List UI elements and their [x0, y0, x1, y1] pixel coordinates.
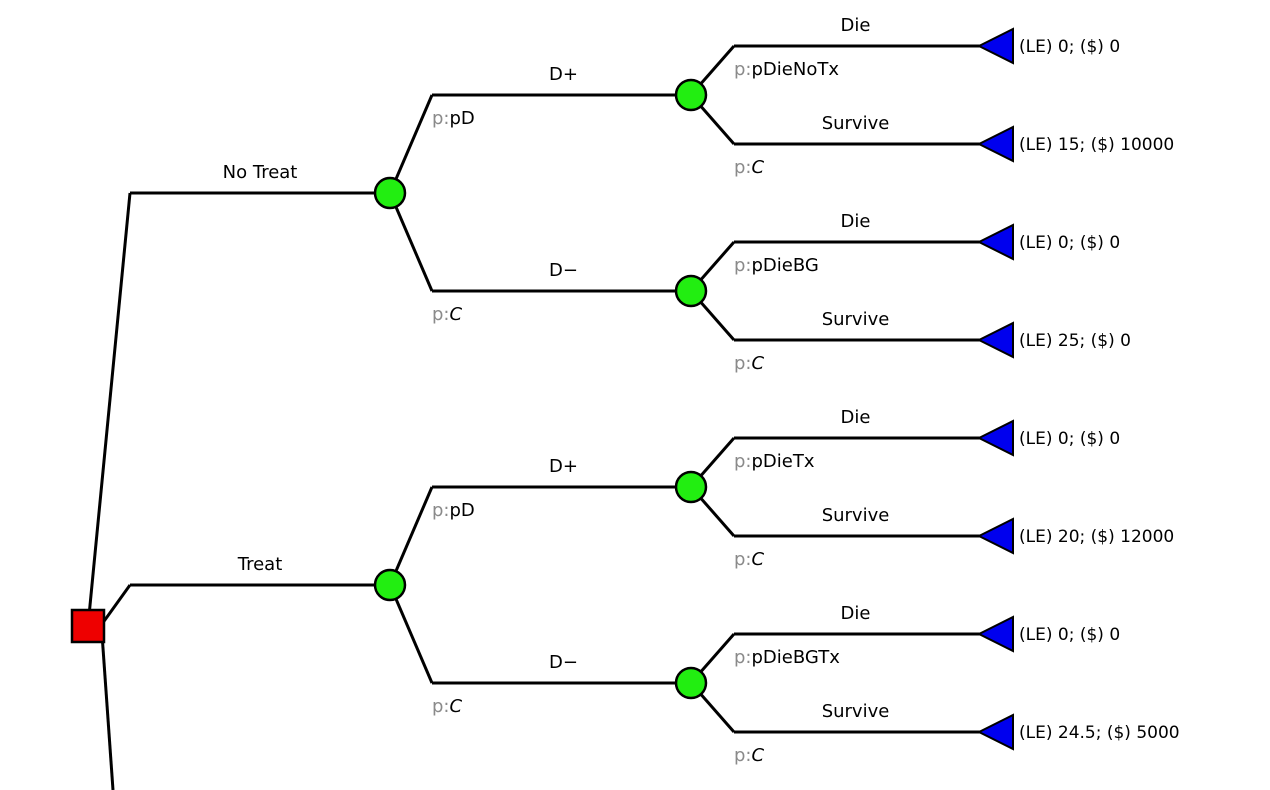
payoff-label: (LE) 20; ($) 12000: [1019, 527, 1174, 547]
terminal-node[interactable]: [976, 321, 1014, 359]
chance-node[interactable]: [674, 470, 708, 504]
outcome-branch-label: Die: [841, 407, 871, 428]
payoff-label: (LE) 0; ($) 0: [1019, 625, 1120, 645]
branch-line: [388, 94, 434, 194]
outcome-branch-label: Die: [841, 15, 871, 36]
terminal-node[interactable]: [976, 615, 1014, 653]
disease-probability-label: p:C: [432, 696, 463, 717]
probability-prefix: p:: [734, 745, 752, 766]
chance-node[interactable]: [674, 666, 708, 700]
disease-probability-label: p:C: [432, 304, 463, 325]
probability-complement: C: [450, 304, 463, 325]
outcome-probability-label: p:pDieTx: [734, 451, 815, 472]
probability-prefix: p:: [734, 353, 752, 374]
chance-node[interactable]: [674, 274, 708, 308]
disease-branch-label: D−: [549, 652, 578, 673]
payoff-label: (LE) 0; ($) 0: [1019, 429, 1120, 449]
probability-value: pDieBG: [752, 255, 819, 276]
probability-prefix: p:: [734, 59, 752, 80]
probability-prefix: p:: [432, 500, 450, 521]
outcome-branch-label: Die: [841, 211, 871, 232]
probability-prefix: p:: [734, 647, 752, 668]
probability-prefix: p:: [432, 304, 450, 325]
branch-line: [86, 192, 132, 627]
probability-complement: C: [752, 353, 765, 374]
strategy-branch-label: Treat: [237, 554, 283, 575]
payoff-label: (LE) 0; ($) 0: [1019, 37, 1120, 57]
strategy-branch-label: No Treat: [223, 162, 298, 183]
branch-line: [100, 633, 115, 790]
outcome-probability-label: p:C: [734, 745, 765, 766]
outcome-probability-label: p:pDieBG: [734, 255, 819, 276]
disease-probability-label: p:pD: [432, 108, 475, 129]
outcome-branch-label: Survive: [822, 113, 890, 134]
probability-complement: C: [752, 549, 765, 570]
outcome-probability-label: p:C: [734, 353, 765, 374]
branch-line: [388, 584, 434, 684]
disease-branch-label: D+: [549, 456, 578, 477]
chance-node[interactable]: [373, 568, 407, 602]
probability-prefix: p:: [734, 451, 752, 472]
outcome-branch-label: Die: [841, 603, 871, 624]
payoff-label: (LE) 0; ($) 0: [1019, 233, 1120, 253]
disease-branch-label: D+: [549, 64, 578, 85]
probability-complement: C: [752, 157, 765, 178]
payoff-label: (LE) 15; ($) 10000: [1019, 135, 1174, 155]
probability-complement: C: [752, 745, 765, 766]
outcome-probability-label: p:pDieNoTx: [734, 59, 839, 80]
outcome-probability-label: p:C: [734, 549, 765, 570]
outcome-branch-label: Survive: [822, 701, 890, 722]
probability-prefix: p:: [734, 549, 752, 570]
probability-value: pDieNoTx: [752, 59, 840, 80]
terminal-node[interactable]: [976, 223, 1014, 261]
probability-value: pDieTx: [752, 451, 815, 472]
probability-prefix: p:: [734, 255, 752, 276]
probability-value: pD: [450, 500, 475, 521]
outcome-branch-label: Survive: [822, 309, 890, 330]
outcome-branch-label: Survive: [822, 505, 890, 526]
disease-probability-label: p:pD: [432, 500, 475, 521]
terminal-node[interactable]: [976, 713, 1014, 751]
payoff-label: (LE) 24.5; ($) 5000: [1019, 723, 1180, 743]
branch-line: [100, 584, 132, 625]
branch-line: [388, 192, 434, 292]
terminal-node[interactable]: [976, 517, 1014, 555]
chance-node[interactable]: [674, 78, 708, 112]
decision-node[interactable]: [70, 608, 106, 644]
terminal-node[interactable]: [976, 125, 1014, 163]
probability-complement: C: [450, 696, 463, 717]
branch-line: [388, 486, 434, 586]
outcome-probability-label: p:pDieBGTx: [734, 647, 840, 668]
probability-prefix: p:: [432, 696, 450, 717]
probability-prefix: p:: [734, 157, 752, 178]
probability-value: pD: [450, 108, 475, 129]
terminal-node[interactable]: [976, 419, 1014, 457]
probability-value: pDieBGTx: [752, 647, 841, 668]
outcome-probability-label: p:C: [734, 157, 765, 178]
disease-branch-label: D−: [549, 260, 578, 281]
probability-prefix: p:: [432, 108, 450, 129]
chance-node[interactable]: [373, 176, 407, 210]
terminal-node[interactable]: [976, 27, 1014, 65]
payoff-label: (LE) 25; ($) 0: [1019, 331, 1131, 351]
